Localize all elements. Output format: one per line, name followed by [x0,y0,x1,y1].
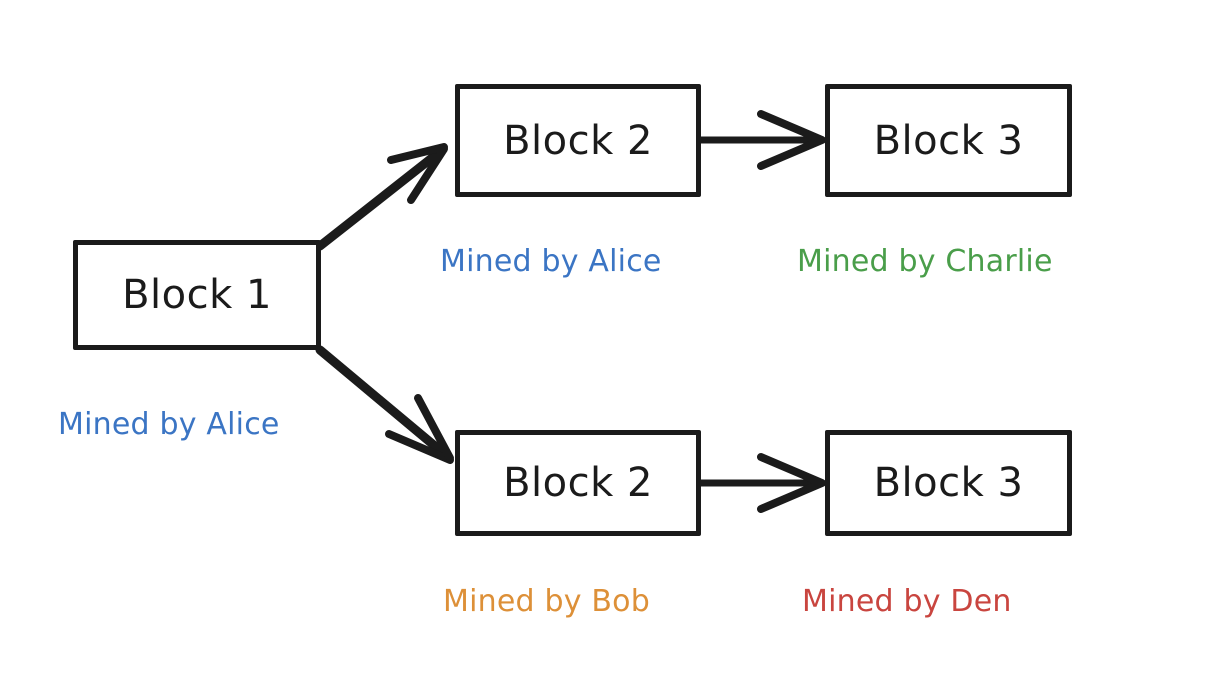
fork-down-arrow [315,345,454,464]
block-node-label: Block 2 [503,460,653,506]
block-node-label: Block 1 [122,272,272,318]
block-node-block2-bottom[interactable]: Block 2 [455,430,701,536]
miner-label-block3-top: Mined by Charlie [797,244,1053,279]
fork-up-arrow [315,143,448,251]
block-node-block1[interactable]: Block 1 [73,240,321,350]
miner-label-block3-bottom: Mined by Den [802,584,1012,619]
block-node-block3-top[interactable]: Block 3 [825,84,1072,197]
lower-chain-arrow [697,453,826,513]
block-node-label: Block 2 [503,117,653,164]
miner-label-block1: Mined by Alice [58,407,280,442]
miner-label-block2-bottom: Mined by Bob [443,584,650,619]
block-node-block3-bottom[interactable]: Block 3 [825,430,1072,536]
upper-chain-arrow [697,110,826,170]
block-node-block2-top[interactable]: Block 2 [455,84,701,197]
block-node-label: Block 3 [873,117,1024,164]
block-node-label: Block 3 [873,460,1024,506]
miner-label-block2-top: Mined by Alice [440,244,662,279]
